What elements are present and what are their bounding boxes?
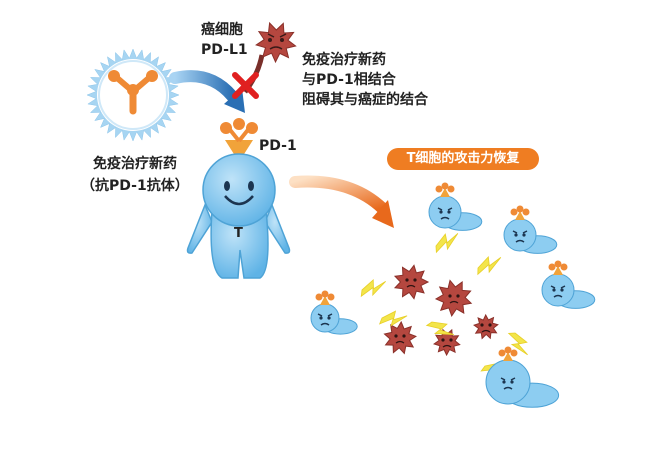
recovery-arrow (289, 175, 388, 214)
cancer-cell (432, 328, 461, 357)
pd-1-label: PD-1 (259, 138, 297, 154)
pd1-receptor (220, 118, 258, 162)
antibody-name-label: （抗PD-1抗体） (81, 178, 189, 194)
cancer-cell (434, 279, 473, 317)
t-cell-small (541, 260, 596, 309)
recovery-badge: T细胞的攻击力恢复 (387, 148, 539, 170)
drug-desc-line-1: 免疫治疗新药 (302, 52, 386, 68)
t-cell-small (428, 182, 483, 231)
drug-desc-line-3: 阻碍其与癌症的结合 (302, 92, 428, 108)
lightning-icon (477, 256, 502, 276)
lightning-icon (360, 279, 386, 298)
cancer-cell (473, 313, 499, 340)
lightning-icon (435, 233, 459, 254)
cancer-cell (383, 320, 417, 355)
lightning-icon (507, 332, 528, 356)
t-cell-small (503, 205, 558, 254)
drug-desc-line-2: 与PD-1相结合 (302, 72, 396, 88)
pd-l1-label: PD-L1 (201, 42, 248, 58)
drug-name-label: 免疫治疗新药 (93, 156, 177, 172)
cancer-cell (393, 264, 430, 300)
lightning-icon (425, 321, 454, 336)
binding-arrow (169, 70, 238, 102)
t-cell-main (186, 153, 291, 279)
antibody-illustration (86, 48, 180, 142)
lightning-icon (378, 310, 408, 327)
cancer-cell-label: 癌细胞 (201, 22, 243, 38)
t-cell-small (485, 346, 560, 408)
t-cell-letter: T (234, 226, 243, 241)
attack-scene (310, 182, 596, 408)
t-cell-small (310, 290, 358, 335)
block-x-icon (232, 72, 259, 99)
